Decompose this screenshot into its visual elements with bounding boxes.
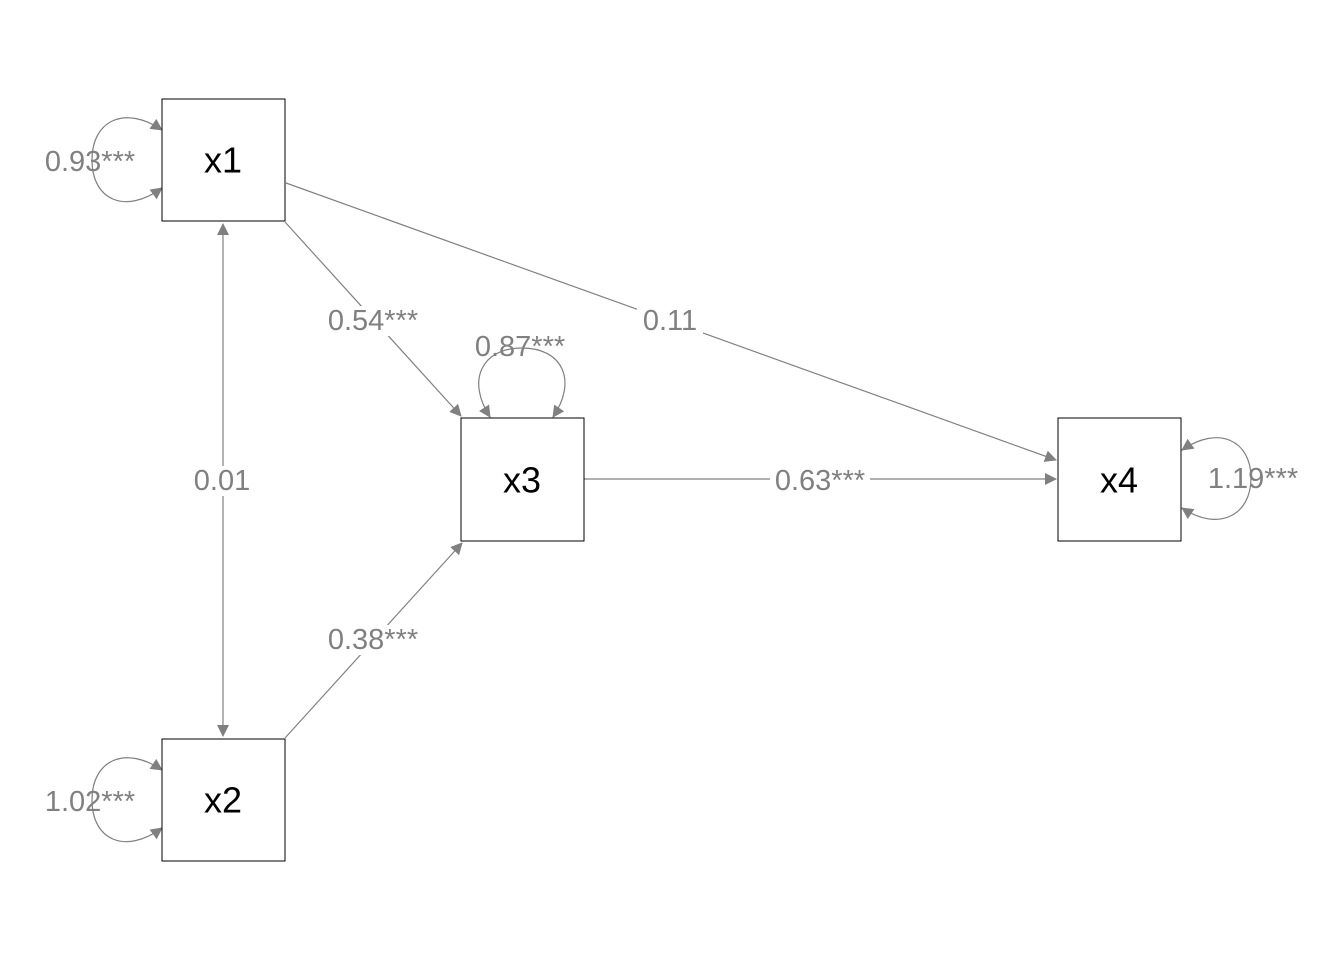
edge-label-x1-x4: 0.11 [643, 305, 697, 337]
variance-label-x4: 1.19*** [1208, 463, 1298, 495]
variance-labels: 0.93*** 1.02*** 0.87*** 1.19*** [45, 146, 1298, 818]
node-x2: x2 [161, 738, 286, 862]
variance-label-x2: 1.02*** [45, 786, 135, 818]
variance-label-x1: 0.93*** [45, 146, 135, 178]
variance-loop-x4 [1181, 437, 1252, 520]
nodes: x1 x2 x3 x4 [161, 98, 1182, 862]
edge-label-x1-x2: 0.01 [194, 465, 250, 497]
node-label-x1: x1 [204, 140, 242, 181]
variance-loop-x2 [91, 757, 163, 843]
node-label-x2: x2 [204, 780, 242, 821]
edge-labels: 0.54*** 0.38*** 0.11 0.63*** 0.01 [189, 305, 870, 656]
node-x3: x3 [460, 417, 585, 542]
variance-label-x3: 0.87*** [475, 331, 565, 363]
edge-label-x3-x4: 0.63*** [775, 465, 865, 497]
variance-loop-x3 [478, 347, 566, 418]
node-label-x4: x4 [1100, 460, 1138, 501]
node-x1: x1 [161, 98, 286, 222]
node-label-x3: x3 [503, 460, 541, 501]
edge-label-x2-x3: 0.38*** [328, 624, 418, 656]
edge-label-x1-x3: 0.54*** [328, 305, 418, 337]
variance-loop-x1 [91, 117, 163, 203]
node-x4: x4 [1057, 417, 1182, 542]
variance-loops [91, 117, 1252, 843]
